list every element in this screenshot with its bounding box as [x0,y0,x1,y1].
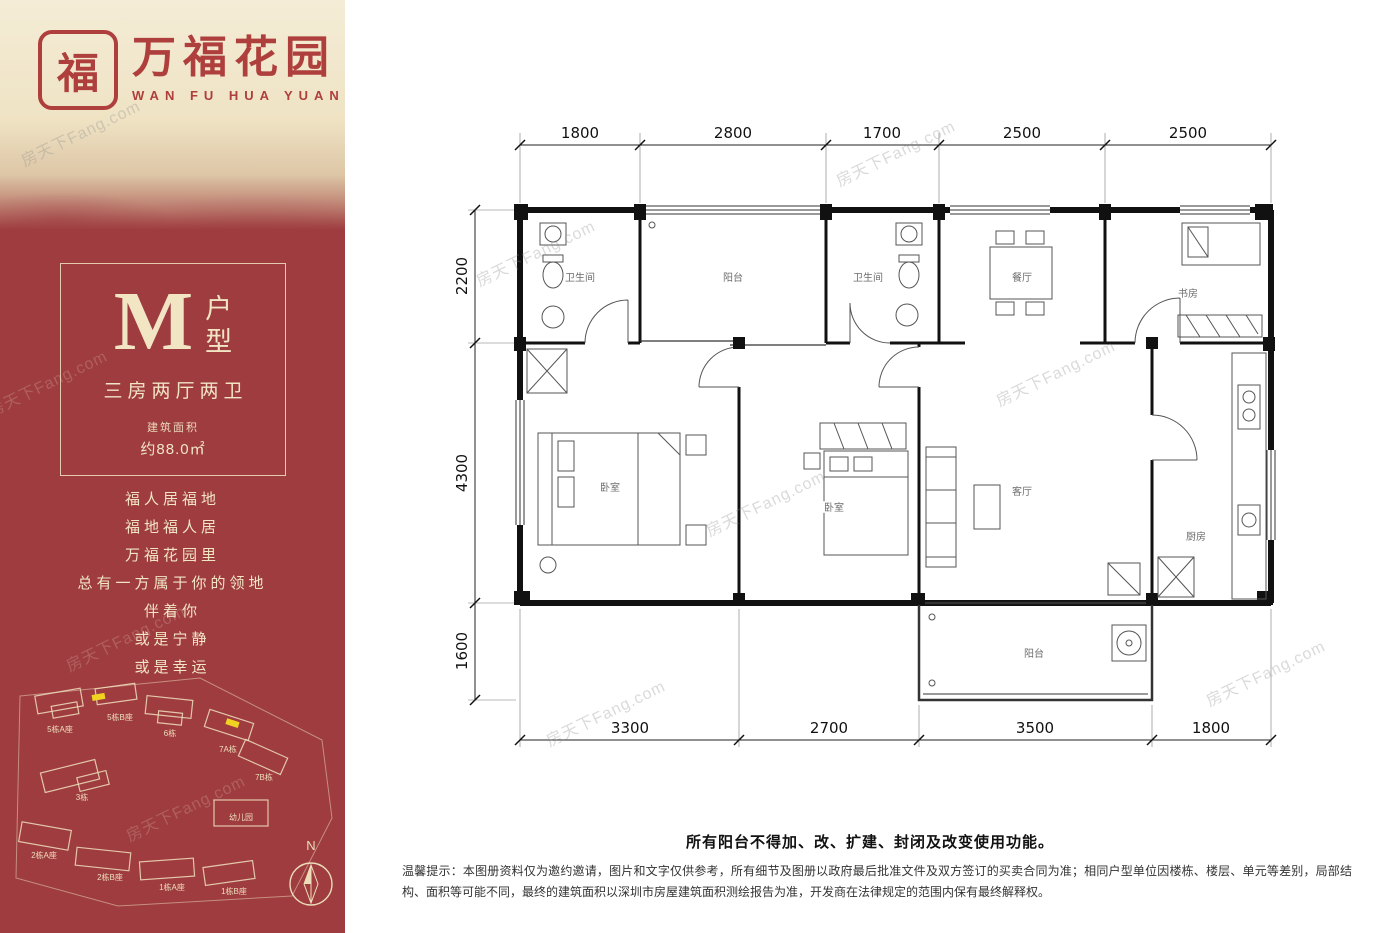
unit-type-word: 户 型 [205,287,232,357]
site-label: 7B栋 [255,772,273,782]
room-label-bath-2: 卫生间 [853,271,883,284]
structural-columns [514,204,1275,605]
floor-plan: 1800 2800 1700 2500 2500 2200 4300 1600 [453,124,1277,747]
room-label-bath-1: 卫生间 [565,271,595,284]
brand-header: 福 万福花园 WAN FU HUA YUAN [0,0,345,230]
highlight-marker-icon [225,718,240,729]
unit-type-card: M 户 型 三房两厅两卫 建筑面积 约88.0㎡ [60,263,286,476]
unit-area-label: 建筑面积 [147,422,199,434]
dim-bottom-4: 1800 [1192,719,1230,737]
room-label-living: 客厅 [1012,485,1032,498]
dimension-bottom: 3300 2700 3500 1800 [514,609,1277,747]
furniture-living [925,446,1141,596]
room-label-bedroom-1: 卧室 [600,481,620,494]
slogan-line: 万福花园里 [124,547,220,564]
site-label: 3栋 [76,792,88,802]
slogan-line: 福地福人居 [124,519,220,536]
exterior-walls [517,207,1274,606]
dim-left-1: 2200 [453,257,471,295]
windows [515,205,1276,540]
site-building-1b [202,859,256,887]
brand-sidebar: 福 万福花园 WAN FU HUA YUAN M 户 型 三房两厅两卫 建筑面积… [0,0,345,933]
furniture-study [1177,222,1263,338]
site-label: 5栋B座 [107,712,133,722]
room-label-balcony-bottom: 阳台 [1024,647,1044,660]
brand-name: 万福花园 [132,33,336,82]
balcony-rule-note: 所有阳台不得加、改、扩建、封闭及改变使用功能。 [685,834,1054,851]
dim-bottom-2: 2700 [810,719,848,737]
dim-left-3: 1600 [453,632,471,670]
slogan-block: 福人居福地 福地福人居 万福花园里 总有一方属于你的领地 伴着你 或是宁静 或是… [0,486,345,682]
site-boundary [15,677,333,907]
dim-top-5: 2500 [1169,124,1207,142]
room-label-kitchen: 厨房 [1186,530,1206,543]
disclaimer-text: 温馨提示：本图册资料仅为邀约邀请，图片和文字仅供参考，所有细节及图册以政府最后批… [402,864,1352,899]
room-label-dining: 餐厅 [1012,271,1032,284]
dim-bottom-3: 3500 [1016,719,1054,737]
room-label-bedroom-2: 卧室 [824,501,844,514]
balcony-outline [917,601,1154,702]
dim-left-2: 4300 [453,454,471,492]
site-label: 7A栋 [219,744,237,754]
furniture-bath-2 [895,222,923,327]
unit-type-word-1: 户 [205,294,233,324]
seal-character: 福 [56,51,99,98]
dimension-left: 2200 4300 1600 [453,204,516,706]
unit-layout: 三房两厅两卫 [103,381,248,402]
dim-top-3: 1700 [863,124,901,142]
slogan-line: 或是宁静 [134,631,211,648]
site-building-7a [203,708,255,742]
brand-seal-logo-icon: 福 [38,30,118,110]
site-label: 2栋A座 [31,850,57,860]
dim-top-4: 2500 [1003,124,1041,142]
site-label: 6栋 [164,728,176,738]
site-building-7b [237,738,289,776]
furniture-dining [989,230,1053,316]
slogan-line: 或是幸运 [134,659,211,676]
furniture-balcony-bottom [928,613,1147,687]
site-label: 1栋A座 [159,882,185,892]
room-label-balcony-top: 阳台 [723,271,743,284]
site-label: 2栋B座 [97,872,123,882]
dim-bottom-1: 3300 [611,719,649,737]
floor-drain-icon [648,221,656,229]
interior-walls [520,210,1271,603]
compass-north-label: N [306,838,315,853]
site-building-2a [17,821,73,851]
furniture-bath-1 [539,222,567,329]
site-label: 5栋A座 [47,724,73,734]
room-label-study: 书房 [1178,287,1198,300]
furniture [526,221,1267,687]
site-label: 1栋B座 [221,886,247,896]
site-highlight-markers [91,692,240,729]
furniture-kitchen [1157,352,1267,600]
north-compass-icon: N [289,838,333,906]
site-building-6 [144,694,194,726]
brand-name-en: WAN FU HUA YUAN [132,88,345,104]
site-building-1a [138,857,196,881]
dimension-top: 1800 2800 1700 2500 2500 [514,124,1277,203]
unit-area-value: 约88.0㎡ [140,441,206,458]
site-building-5a [34,687,84,719]
unit-type-word-2: 型 [205,327,233,357]
site-building-2b [74,846,132,872]
unit-type-letter: M [113,275,194,368]
slogan-line: 总有一方属于你的领地 [77,575,268,592]
slogan-line: 福人居福地 [124,491,220,508]
door-arcs [584,297,1198,461]
site-master-plan: 5栋A座 5栋B座 6栋 7A栋 7B栋 3栋 幼儿园 2栋A座 2栋B座 1栋… [15,677,333,907]
slogan-line: 伴着你 [143,603,201,620]
sliding-door [640,340,826,346]
dim-top-2: 2800 [714,124,752,142]
site-building-kindergarten [213,799,269,827]
furniture-bedroom-2 [803,422,909,556]
site-label: 幼儿园 [229,812,253,822]
site-building-3 [39,758,110,794]
furniture-bedroom-1 [526,348,707,574]
highlight-marker-icon [91,692,106,701]
dim-top-1: 1800 [561,124,599,142]
